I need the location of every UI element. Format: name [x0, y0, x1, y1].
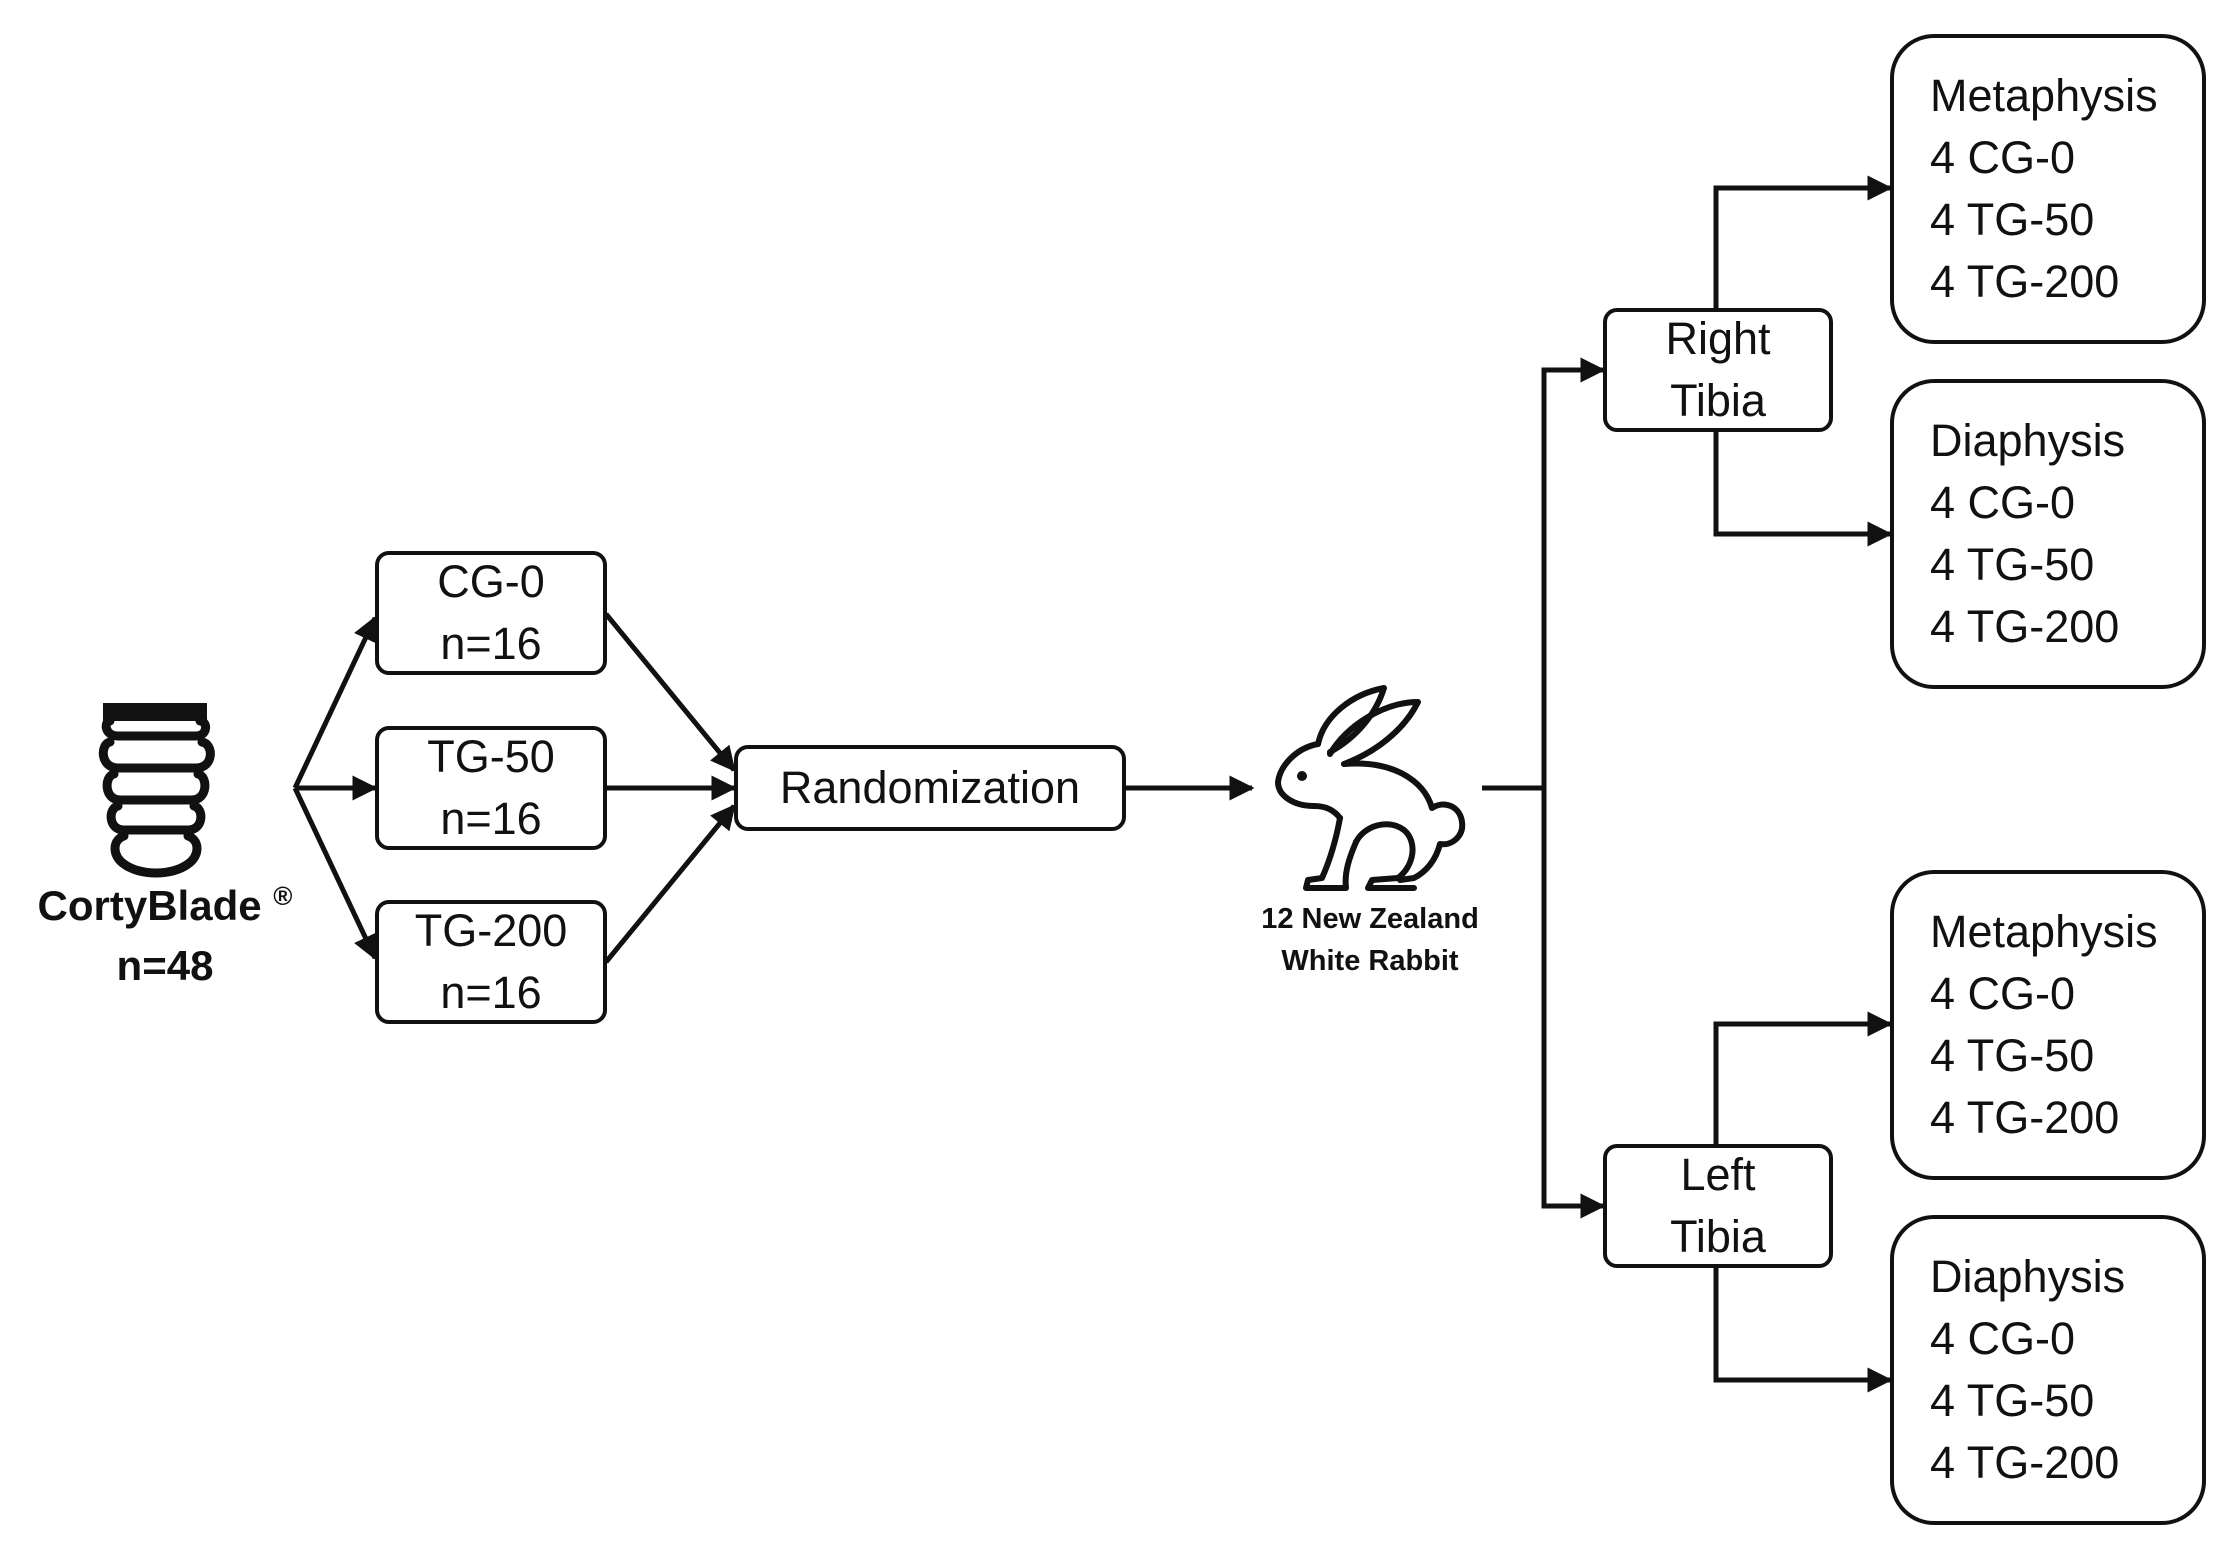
- group-box-tg-50: TG-50 n=16: [375, 726, 607, 850]
- site-item: 4 TG-200: [1930, 256, 2120, 307]
- site-item: 4 TG-200: [1930, 601, 2120, 652]
- site-item: 4 TG-200: [1930, 1437, 2120, 1488]
- implant-label: CortyBlade ® n=48: [10, 876, 320, 996]
- site-title: Diaphysis: [1930, 1251, 2126, 1302]
- implant-name: CortyBlade: [37, 882, 262, 929]
- tibia-line-1: Left: [1680, 1149, 1756, 1200]
- site-item: 4 TG-50: [1930, 1030, 2095, 1081]
- implant-count: n=48: [116, 942, 214, 989]
- arrow-rabbit-to-left-tibia: [1541, 788, 1606, 1219]
- group-count: n=16: [440, 618, 542, 669]
- site-item: 4 CG-0: [1930, 968, 2076, 1019]
- site-item: 4 CG-0: [1930, 477, 2076, 528]
- tibia-box-left: Left Tibia: [1603, 1144, 1833, 1268]
- site-title: Metaphysis: [1930, 70, 2158, 121]
- arrow-right-tibia-to-metaphysis: [1713, 175, 1893, 308]
- subject-line-1: 12 New Zealand: [1261, 903, 1479, 935]
- site-box-left-diaphysis: Diaphysis 4 CG-0 4 TG-50 4 TG-200: [1890, 1215, 2206, 1525]
- tibia-line-1: Right: [1665, 313, 1771, 364]
- site-box-right-metaphysis: Metaphysis 4 CG-0 4 TG-50 4 TG-200: [1890, 34, 2206, 344]
- site-item: 4 TG-50: [1930, 1375, 2095, 1426]
- group-name: CG-0: [437, 556, 545, 607]
- group-name: TG-50: [427, 731, 555, 782]
- arrow-left-tibia-to-metaphysis: [1713, 1011, 1893, 1144]
- group-box-tg-200: TG-200 n=16: [375, 900, 607, 1024]
- site-title: Diaphysis: [1930, 415, 2126, 466]
- arrow-tg-200-to-randomization: [604, 804, 736, 964]
- randomization-label: Randomization: [779, 762, 1081, 813]
- arrow-rabbit-to-right-tibia: [1482, 357, 1606, 791]
- subject-line-2: White Rabbit: [1281, 945, 1459, 977]
- rabbit-icon: [1275, 685, 1466, 891]
- tibia-line-2: Tibia: [1670, 1211, 1766, 1262]
- group-name: TG-200: [414, 905, 568, 956]
- site-title: Metaphysis: [1930, 906, 2158, 957]
- group-count: n=16: [440, 967, 542, 1018]
- subject-label: 12 New Zealand White Rabbit: [1225, 898, 1515, 982]
- arrow-right-tibia-to-diaphysis: [1713, 432, 1893, 547]
- arrow-to-tg-200: [292, 786, 378, 961]
- site-item: 4 TG-50: [1930, 194, 2095, 245]
- randomization-box: Randomization: [734, 745, 1126, 831]
- dental-implant-icon: [98, 703, 215, 878]
- arrow-to-cg-0: [292, 615, 378, 790]
- group-box-cg-0: CG-0 n=16: [375, 551, 607, 675]
- tibia-line-2: Tibia: [1670, 375, 1766, 426]
- site-item: 4 CG-0: [1930, 132, 2076, 183]
- arrow-left-tibia-to-diaphysis: [1713, 1268, 1893, 1393]
- site-box-right-diaphysis: Diaphysis 4 CG-0 4 TG-50 4 TG-200: [1890, 379, 2206, 689]
- site-item: 4 TG-50: [1930, 539, 2095, 590]
- tibia-box-right: Right Tibia: [1603, 308, 1833, 432]
- arrow-cg-0-to-randomization: [604, 612, 736, 772]
- registered-mark: ®: [273, 881, 293, 911]
- group-count: n=16: [440, 793, 542, 844]
- site-box-left-metaphysis: Metaphysis 4 CG-0 4 TG-50 4 TG-200: [1890, 870, 2206, 1180]
- site-item: 4 TG-200: [1930, 1092, 2120, 1143]
- site-item: 4 CG-0: [1930, 1313, 2076, 1364]
